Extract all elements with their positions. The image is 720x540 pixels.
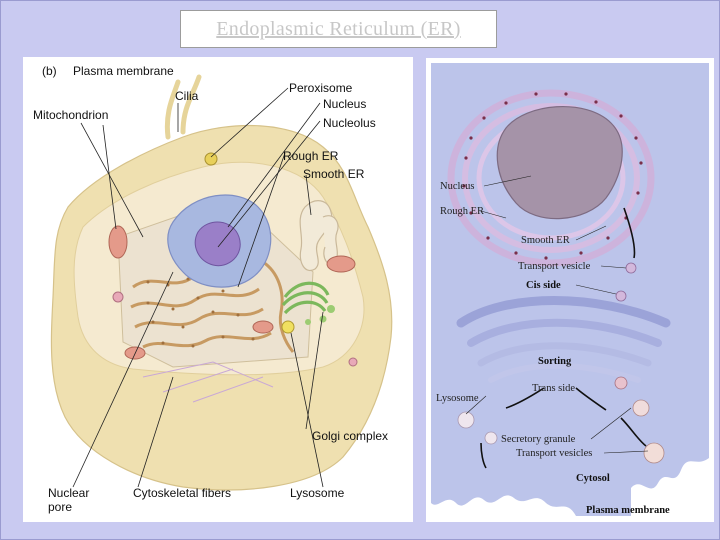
golgi-vesicles (305, 305, 335, 325)
label-golgi-complex: Golgi complex (312, 429, 388, 443)
label-nucleolus: Nucleolus (323, 116, 376, 130)
mitochondria (108, 225, 356, 360)
label-nucleus: Nucleus (323, 97, 366, 111)
er-ribosomes (462, 92, 643, 260)
label-peroxisome: Peroxisome (289, 81, 353, 95)
golgi-stack (456, 296, 671, 383)
smooth-er (299, 200, 339, 271)
secretory-pathway-illustration: Nucleus Rough ER Smooth ER Transport ves… (431, 63, 709, 516)
label-lysosome: Lysosome (290, 486, 345, 500)
nucleolus (194, 221, 241, 267)
cell-illustration-panel: (b) Plasma membrane Cilia Mitochondrion … (23, 57, 413, 522)
slide-title: Endoplasmic Reticulum (ER) (216, 17, 461, 40)
label-lysosome-right: Lysosome (436, 393, 479, 404)
er-ring-middle (462, 103, 640, 253)
er-ring-outer (447, 89, 655, 267)
nucleus-shape (496, 106, 623, 220)
vesicles (457, 262, 665, 464)
cytoskeletal-fibers (142, 361, 274, 403)
label-cytoskeletal-fibers: Cytoskeletal fibers (133, 486, 231, 500)
title-box: Endoplasmic Reticulum (ER) (180, 10, 497, 48)
label-plasma-membrane: Plasma membrane (73, 64, 174, 78)
label-plasma-membrane-right: Plasma membrane (586, 505, 670, 516)
label-nuclear-pore-line2: pore (48, 500, 72, 514)
label-cis-side: Cis side (526, 280, 561, 291)
label-transport-vesicle: Transport vesicle (518, 261, 591, 272)
label-smooth-er: Smooth ER (303, 167, 365, 181)
label-secretory-granule: Secretory granule (501, 434, 576, 445)
small-organelles (112, 152, 358, 367)
label-sorting: Sorting (538, 356, 572, 367)
pathway-arrows (480, 207, 647, 469)
label-rough-er: Rough ER (283, 149, 339, 163)
cilia (164, 74, 202, 140)
label-rough-er-right: Rough ER (440, 206, 484, 217)
label-trans-side: Trans side (532, 383, 575, 394)
golgi (281, 281, 330, 315)
label-cytosol: Cytosol (576, 473, 610, 484)
secretory-pathway-panel: Nucleus Rough ER Smooth ER Transport ves… (426, 58, 714, 522)
label-smooth-er-right: Smooth ER (521, 235, 570, 246)
panel-tag: (b) (42, 64, 57, 78)
cell-illustration: (b) Plasma membrane Cilia Mitochondrion … (33, 64, 393, 514)
label-mitochondrion: Mitochondrion (33, 108, 108, 122)
label-nucleus-right: Nucleus (440, 181, 474, 192)
label-cilia: Cilia (175, 89, 199, 103)
leader-lines-right (465, 175, 649, 454)
label-nuclear-pore-line1: Nuclear (48, 486, 89, 500)
label-transport-vesicles: Transport vesicles (516, 448, 592, 459)
leader-lines (72, 87, 324, 488)
